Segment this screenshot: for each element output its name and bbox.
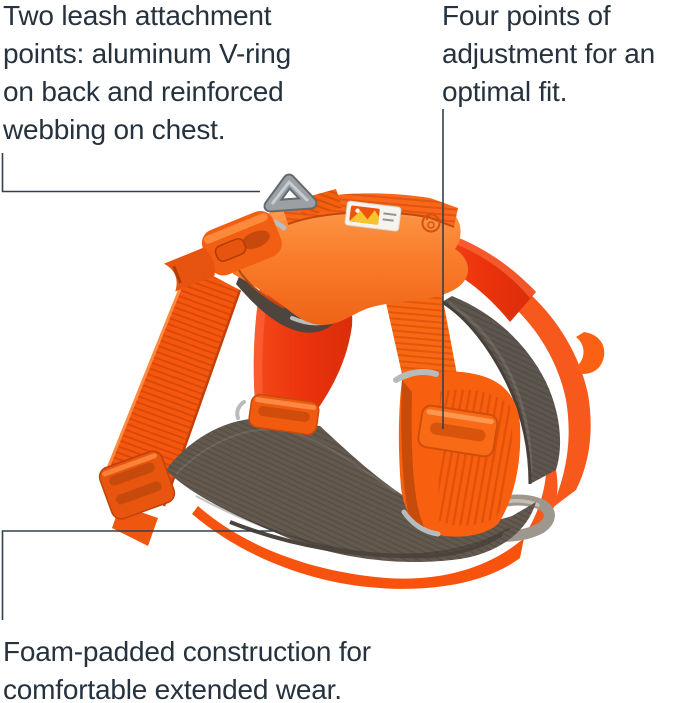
- side-release-buckle: [164, 210, 287, 292]
- chest-strap-slider: [235, 393, 320, 436]
- annotation-leash-points: Two leash attachment points: aluminum V-…: [3, 0, 291, 145]
- left-strap-slider: [98, 450, 176, 520]
- v-ring: [263, 173, 318, 213]
- right-panel: [393, 369, 521, 537]
- neck-padding: [441, 296, 561, 485]
- callout-line-leash: [1, 153, 260, 193]
- reflective-trim: [401, 509, 441, 537]
- embossed-logo: [421, 213, 441, 233]
- annotation-foam-padding: Foam-padded construction for comfortable…: [3, 636, 371, 703]
- annotation-adjustment: Four points of adjustment for an optimal…: [442, 0, 655, 107]
- brand-label: [344, 200, 402, 232]
- reflective-trim: [393, 369, 439, 383]
- callout-lines: [1, 109, 444, 620]
- right-strap-tab: [576, 332, 605, 374]
- callout-line-foam: [1, 530, 277, 620]
